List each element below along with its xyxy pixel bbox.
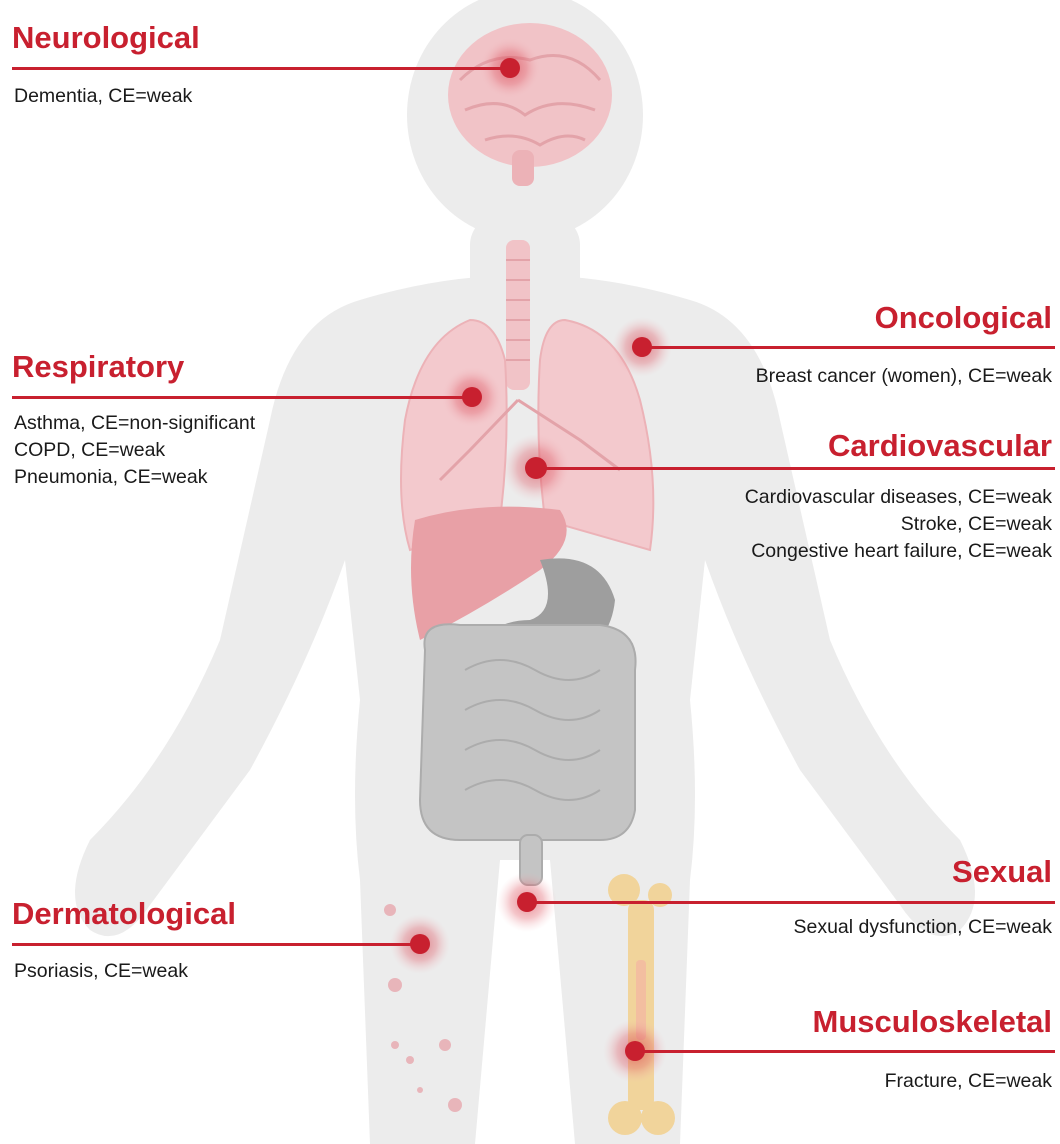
finding-stroke: Stroke, CE=weak xyxy=(745,511,1052,538)
musculoskeletal-title: Musculoskeletal xyxy=(813,1004,1052,1040)
oncological-connector xyxy=(642,346,1055,349)
neurological-title: Neurological xyxy=(12,20,200,56)
dermatological-items: Psoriasis, CE=weak xyxy=(14,958,188,985)
cardiovascular-items: Cardiovascular diseases, CE=weak Stroke,… xyxy=(745,484,1052,565)
finding-cardiovascular-diseases: Cardiovascular diseases, CE=weak xyxy=(745,484,1052,511)
respiratory-title: Respiratory xyxy=(12,349,184,385)
finding-congestive-heart-failure: Congestive heart failure, CE=weak xyxy=(745,538,1052,565)
finding-breast-cancer: Breast cancer (women), CE=weak xyxy=(756,363,1052,390)
cardiovascular-title: Cardiovascular xyxy=(828,428,1052,464)
finding-dementia: Dementia, CE=weak xyxy=(14,83,192,110)
sexual-title: Sexual xyxy=(952,854,1052,890)
dermatological-connector xyxy=(12,943,420,946)
musculoskeletal-connector xyxy=(635,1050,1055,1053)
finding-sexual-dysfunction: Sexual dysfunction, CE=weak xyxy=(793,914,1052,941)
trachea-icon xyxy=(506,240,530,390)
respiratory-connector xyxy=(12,396,472,399)
cardiovascular-connector xyxy=(536,467,1055,470)
sexual-connector xyxy=(527,901,1055,904)
finding-fracture: Fracture, CE=weak xyxy=(885,1068,1052,1095)
finding-copd: COPD, CE=weak xyxy=(14,437,255,464)
finding-psoriasis: Psoriasis, CE=weak xyxy=(14,958,188,985)
oncological-items: Breast cancer (women), CE=weak xyxy=(756,363,1052,390)
dermatological-title: Dermatological xyxy=(12,896,236,932)
finding-asthma: Asthma, CE=non-significant xyxy=(14,410,255,437)
oncological-title: Oncological xyxy=(875,300,1052,336)
neurological-connector xyxy=(12,67,510,70)
respiratory-items: Asthma, CE=non-significant COPD, CE=weak… xyxy=(14,410,255,491)
finding-pneumonia: Pneumonia, CE=weak xyxy=(14,464,255,491)
sexual-items: Sexual dysfunction, CE=weak xyxy=(793,914,1052,941)
musculoskeletal-items: Fracture, CE=weak xyxy=(885,1068,1052,1095)
neurological-items: Dementia, CE=weak xyxy=(14,83,192,110)
